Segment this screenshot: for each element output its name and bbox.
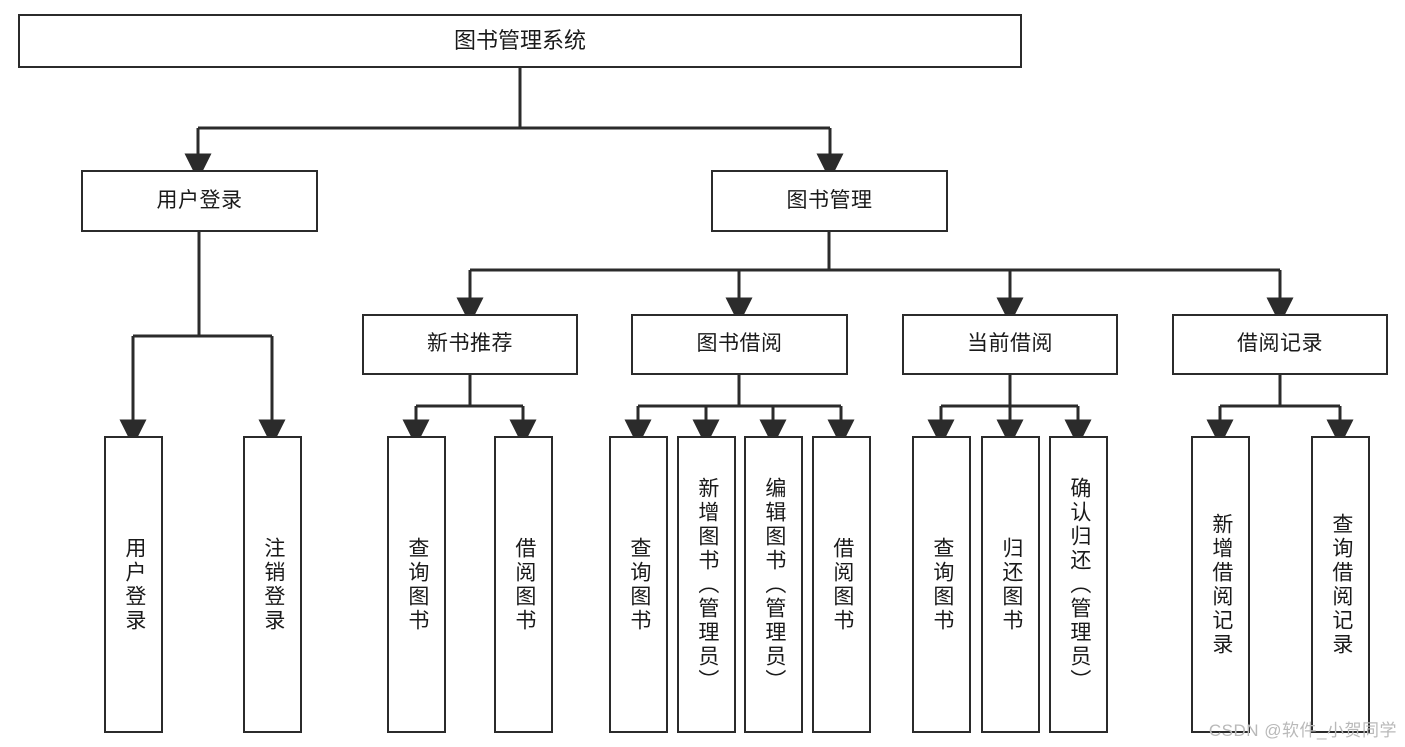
watermark-text: CSDN @软件_小贺同学 (1208, 721, 1397, 740)
node-leaf-add-record[interactable]: 新增借阅记录 (1191, 436, 1250, 733)
node-label: 归还图书 (999, 536, 1023, 633)
node-label: 查询借阅记录 (1329, 512, 1353, 657)
node-leaf-query-record[interactable]: 查询借阅记录 (1311, 436, 1370, 733)
node-label: 当前借阅 (967, 332, 1053, 356)
node-label: 借阅图书 (830, 536, 854, 633)
node-label: 新增借阅记录 (1209, 512, 1233, 657)
node-label: 查询图书 (930, 536, 954, 633)
node-leaf-edit-book[interactable]: 编辑图书（管理员） (744, 436, 803, 733)
node-leaf-add-book[interactable]: 新增图书（管理员） (677, 436, 736, 733)
node-leaf-confirm-return[interactable]: 确认归还（管理员） (1049, 436, 1108, 733)
node-label: 图书管理系统 (453, 28, 586, 54)
node-borrow-record[interactable]: 借阅记录 (1172, 314, 1388, 375)
node-label: 借阅记录 (1237, 332, 1323, 356)
node-label: 图书借阅 (696, 332, 783, 356)
node-new-book-recommend[interactable]: 新书推荐 (362, 314, 578, 375)
node-leaf-return-book[interactable]: 归还图书 (981, 436, 1040, 733)
node-current-borrow[interactable]: 当前借阅 (902, 314, 1118, 375)
node-root-system[interactable]: 图书管理系统 (18, 14, 1022, 68)
node-user-login[interactable]: 用户登录 (81, 170, 318, 232)
node-leaf-logout[interactable]: 注销登录 (243, 436, 302, 733)
node-label: 新书推荐 (427, 332, 513, 356)
node-label: 借阅图书 (512, 536, 536, 633)
node-label: 编辑图书（管理员） (762, 476, 786, 693)
node-label: 确认归还（管理员） (1067, 476, 1091, 693)
node-label: 图书管理 (786, 188, 873, 212)
node-leaf-user-login[interactable]: 用户登录 (104, 436, 163, 733)
node-label: 新增图书（管理员） (695, 476, 719, 693)
node-label: 用户登录 (156, 188, 243, 212)
node-label: 查询图书 (627, 536, 651, 633)
node-label: 注销登录 (261, 536, 285, 633)
node-leaf-borrow-book-2[interactable]: 借阅图书 (812, 436, 871, 733)
node-book-borrow[interactable]: 图书借阅 (631, 314, 848, 375)
node-label: 查询图书 (405, 536, 429, 633)
node-leaf-query-book-2[interactable]: 查询图书 (609, 436, 668, 733)
node-leaf-query-book-1[interactable]: 查询图书 (387, 436, 446, 733)
node-leaf-borrow-book-1[interactable]: 借阅图书 (494, 436, 553, 733)
node-label: 用户登录 (122, 536, 146, 633)
node-leaf-query-book-3[interactable]: 查询图书 (912, 436, 971, 733)
node-book-management[interactable]: 图书管理 (711, 170, 948, 232)
